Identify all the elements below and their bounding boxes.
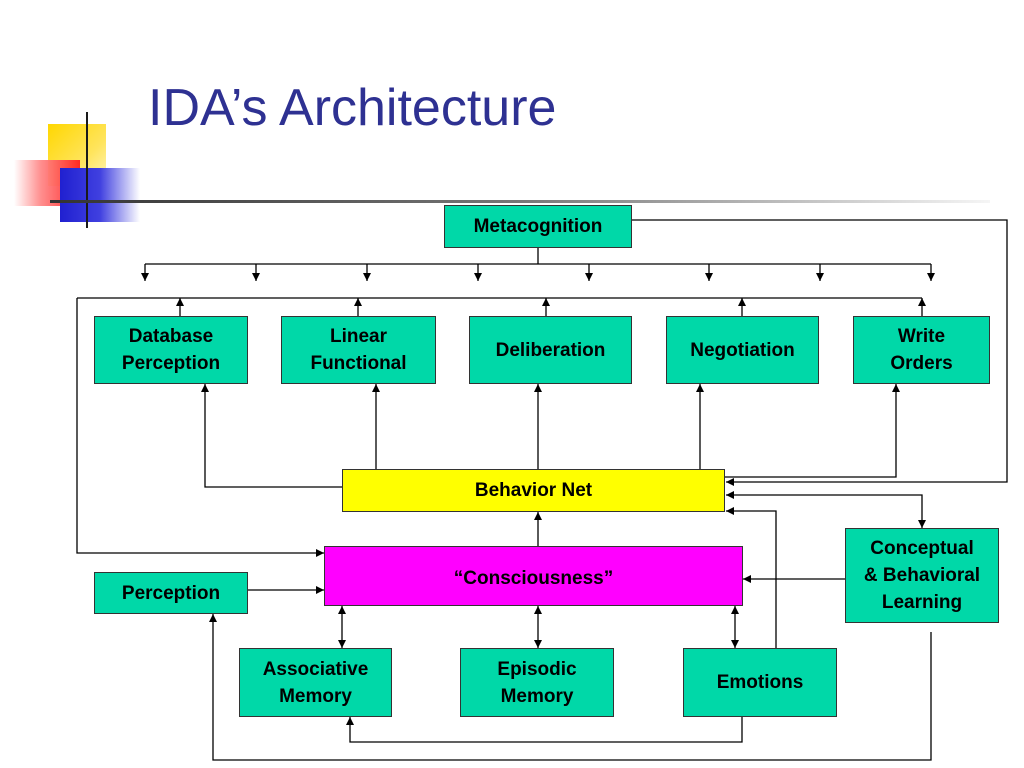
write-orders-label: Write Orders — [890, 326, 953, 374]
episodic-memory-node: Episodic Memory — [460, 648, 614, 717]
consciousness-node: “Consciousness” — [324, 546, 743, 606]
write-orders-node: Write Orders — [853, 316, 990, 384]
emotions-to-associative — [346, 716, 743, 743]
associative-memory-label: Associative Memory — [262, 658, 369, 707]
linear-functional-label: Linear Functional — [310, 326, 407, 374]
slide-title: IDA’s Architecture — [148, 79, 557, 137]
conceptual-learning-node: Conceptual & Behavioral Learning — [845, 528, 999, 623]
database-perception-label: Database Perception — [121, 326, 221, 374]
feedback-to-consciousness — [76, 298, 324, 557]
metacognition-node: Metacognition — [444, 205, 632, 248]
conceptual-learning-label: Conceptual & Behavioral Learning — [863, 538, 981, 613]
meta-to-bn — [631, 219, 1008, 486]
title-underline — [50, 200, 990, 203]
associative-memory-node: Associative Memory — [239, 648, 392, 717]
linear-functional-node: Linear Functional — [281, 316, 436, 384]
perception-node: Perception — [94, 572, 248, 614]
bn-to-write-orders — [725, 384, 900, 478]
decor-blue-square — [60, 168, 140, 222]
emotions-to-bn — [726, 507, 777, 648]
bn-learning-link — [726, 491, 926, 528]
bn-to-database — [201, 384, 342, 488]
deliberation-node: Deliberation — [469, 316, 632, 384]
emotions-node: Emotions — [683, 648, 837, 717]
episodic-memory-label: Episodic Memory — [497, 658, 577, 707]
behavior-net-node: Behavior Net — [342, 469, 725, 512]
database-perception-node: Database Perception — [94, 316, 248, 384]
learning-to-perception — [209, 614, 932, 761]
negotiation-node: Negotiation — [666, 316, 819, 384]
decor-vertical-line — [86, 112, 88, 228]
